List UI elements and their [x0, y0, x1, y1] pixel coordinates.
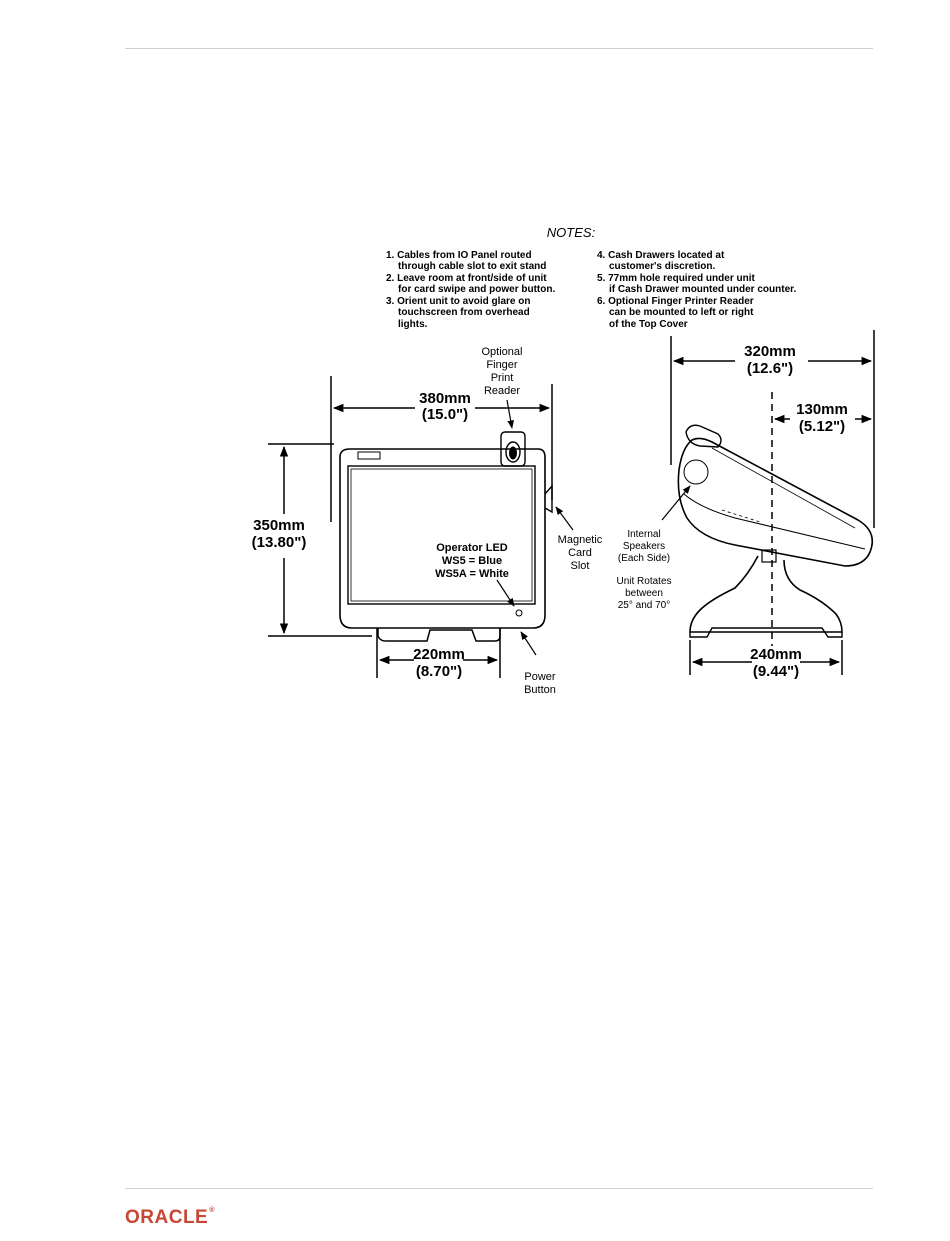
notes-title: NOTES: [547, 225, 596, 240]
side-hinge [761, 549, 777, 563]
side-fingerprint-cap [685, 424, 722, 448]
side-offset-mm: 130mm [796, 401, 848, 418]
fingerprint-reader-housing [500, 431, 526, 467]
front-height-in: (13.80") [252, 534, 307, 551]
rotate-label-2: between [625, 588, 663, 599]
oracle-logo: ORACLE® [125, 1207, 215, 1229]
card-slot-label-2: Card [568, 547, 592, 559]
touchscreen-outer [347, 465, 536, 605]
side-stand [689, 555, 843, 633]
note-1-line-2: through cable slot to exit stand [398, 261, 546, 272]
fingerprint-sensor-core [509, 446, 517, 460]
front-width-mm: 380mm [419, 390, 471, 407]
power-label-1: Power [524, 671, 556, 683]
front-base-mm: 220mm [413, 646, 465, 663]
led-label-2: WS5 = Blue [442, 555, 502, 567]
speaker-grille [683, 459, 709, 485]
note-2-line-1: 2. Leave room at front/side of unit [386, 273, 547, 284]
touchscreen-inner [350, 468, 533, 602]
front-base-in: (8.70") [416, 663, 462, 680]
side-vents [721, 509, 761, 523]
rotate-label-3: 25° and 70° [618, 600, 671, 611]
rotate-label-1: Unit Rotates [616, 576, 671, 587]
notes-left: 1. Cables from IO Panel routed through c… [386, 250, 555, 330]
side-monitor-edge [711, 447, 856, 529]
front-base-feet [377, 628, 501, 642]
note-3-line-2: touchscreen from overhead [398, 307, 530, 318]
side-base-in: (9.44") [753, 663, 799, 680]
note-3-line-1: 3. Orient unit to avoid glare on [386, 296, 530, 307]
magnetic-card-slot [544, 484, 553, 514]
speaker-label-2: Speakers [623, 541, 665, 552]
fingerprint-label-4: Reader [484, 385, 520, 397]
oracle-logo-reg: ® [209, 1207, 215, 1214]
note-1-line-1: 1. Cables from IO Panel routed [386, 250, 532, 261]
speaker-callout [661, 485, 691, 521]
note-6-line-2: can be mounted to left or right [609, 307, 754, 318]
note-3-line-3: lights. [398, 319, 428, 330]
card-slot-label-1: Magnetic [558, 534, 603, 546]
front-view [268, 376, 574, 678]
fingerprint-sensor [505, 441, 521, 463]
card-slot-callout [555, 506, 574, 531]
front-monitor-body [339, 448, 546, 629]
oracle-logo-text: ORACLE [125, 1207, 209, 1228]
fingerprint-callout [506, 399, 514, 429]
note-6-line-3: of the Top Cover [609, 319, 688, 330]
fingerprint-label-2: Finger [486, 359, 518, 371]
note-4-line-2: customer's discretion. [609, 261, 716, 272]
footer-rule [125, 1188, 873, 1189]
card-slot-label-3: Slot [571, 560, 590, 572]
header-rule [125, 48, 873, 49]
side-depth-in: (12.6") [747, 360, 793, 377]
led-callout [496, 579, 515, 607]
side-depth-mm: 320mm [744, 343, 796, 360]
power-callout [520, 631, 537, 656]
led-label-3: WS5A = White [435, 568, 509, 580]
note-6-line-1: 6. Optional Finger Printer Reader [597, 296, 754, 307]
side-base-foot [689, 627, 843, 638]
power-button [515, 609, 523, 617]
note-5-line-2: if Cash Drawer mounted under counter. [609, 284, 796, 295]
side-view [661, 330, 875, 675]
front-top-tab [357, 451, 381, 460]
side-offset-in: (5.12") [799, 418, 845, 435]
side-monitor-seam [683, 493, 866, 550]
speaker-label-1: Internal [627, 529, 660, 540]
fingerprint-label-1: Optional [482, 346, 523, 358]
speaker-label-3: (Each Side) [618, 553, 670, 564]
note-4-line-1: 4. Cash Drawers located at [597, 250, 725, 261]
front-height-mm: 350mm [253, 517, 305, 534]
fingerprint-label-3: Print [491, 372, 514, 384]
side-monitor-body [677, 437, 874, 567]
power-label-2: Button [524, 684, 556, 696]
notes-right: 4. Cash Drawers located at customer's di… [597, 250, 796, 330]
front-width-in: (15.0") [422, 406, 468, 423]
led-label-1: Operator LED [436, 542, 508, 554]
side-base-mm: 240mm [750, 646, 802, 663]
note-2-line-2: for card swipe and power button. [398, 284, 555, 295]
note-5-line-1: 5. 77mm hole required under unit [597, 273, 755, 284]
